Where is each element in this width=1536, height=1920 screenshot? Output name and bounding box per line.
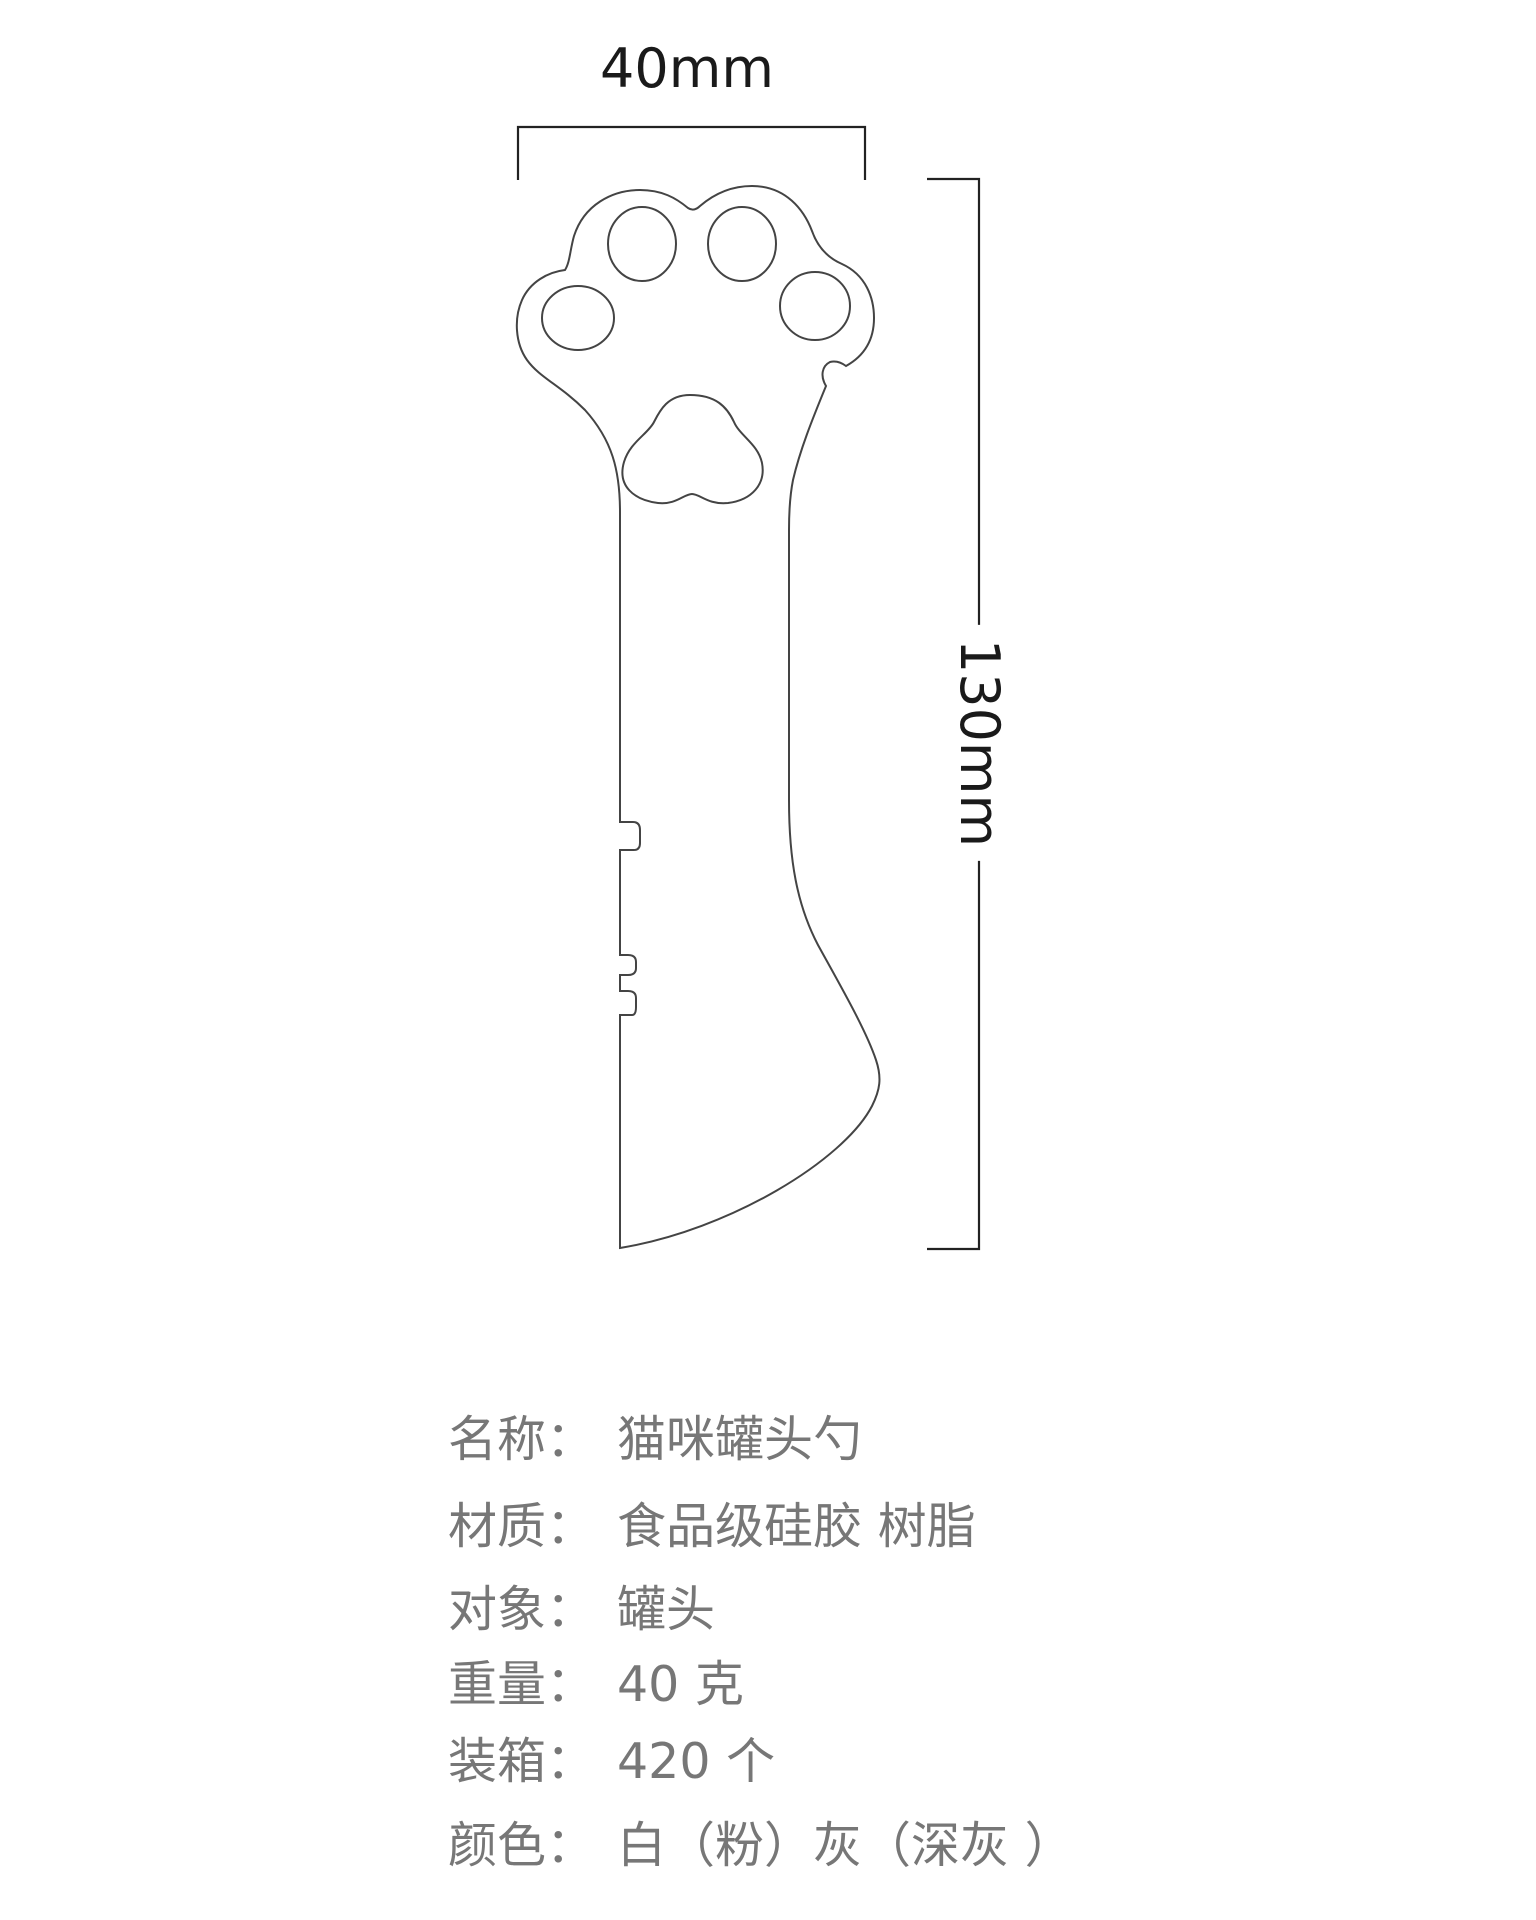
toe-pad-1 xyxy=(541,285,615,351)
main-pad xyxy=(621,393,764,505)
height-dimension-label: 130mm xyxy=(948,624,1011,862)
spec-label: 重量： xyxy=(448,1656,596,1713)
spec-value: 罐头 xyxy=(617,1581,716,1638)
spec-label: 颜色： xyxy=(448,1817,596,1874)
spec-row-name: 名称：猫咪罐头勺 xyxy=(448,1415,862,1464)
spec-value: 食品级硅胶 树脂 xyxy=(617,1498,976,1555)
spec-label: 装箱： xyxy=(448,1733,596,1790)
spec-row-packing: 装箱：420 个 xyxy=(448,1737,775,1786)
spec-value: 白（粉）灰（深灰 ） xyxy=(617,1817,1074,1874)
spec-label: 名称： xyxy=(448,1411,596,1468)
spoon-outline xyxy=(515,184,881,1250)
spec-value: 40 克 xyxy=(617,1656,744,1713)
toe-pad-4 xyxy=(779,271,851,341)
spec-row-weight: 重量：40 克 xyxy=(448,1660,744,1709)
width-dimension-bracket xyxy=(516,125,867,180)
spec-row-target: 对象：罐头 xyxy=(448,1585,715,1634)
spec-value: 420 个 xyxy=(617,1733,776,1790)
height-dimension-bracket xyxy=(927,177,981,1251)
spec-row-material: 材质：食品级硅胶 树脂 xyxy=(448,1502,976,1551)
spec-row-color: 颜色：白（粉）灰（深灰 ） xyxy=(448,1821,1074,1870)
toe-pad-2 xyxy=(607,206,677,282)
spec-value: 猫咪罐头勺 xyxy=(617,1411,863,1468)
spec-label: 对象： xyxy=(448,1581,596,1638)
toe-pad-3 xyxy=(707,206,777,282)
spec-label: 材质： xyxy=(448,1498,596,1555)
width-dimension-label: 40mm xyxy=(600,37,774,100)
